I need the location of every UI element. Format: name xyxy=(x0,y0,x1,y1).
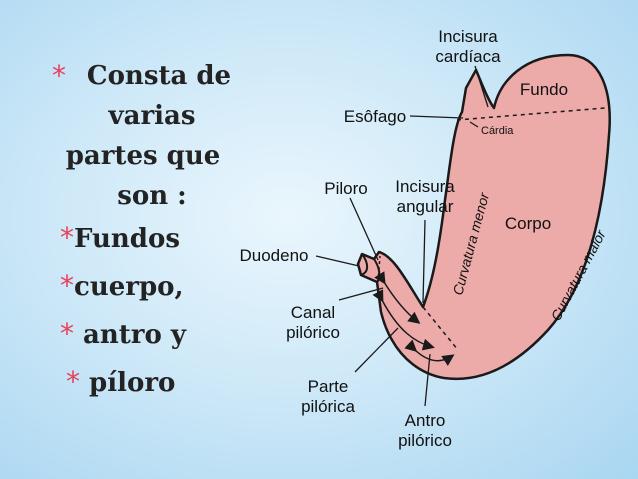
bullet-intro: * Consta de varias partes que son : xyxy=(52,56,252,216)
label-canal-pilorico-1: Canal xyxy=(291,303,335,322)
bullet-item-text: Fundos xyxy=(74,224,180,254)
label-piloro: Piloro xyxy=(324,179,367,198)
label-cardia: Cárdia xyxy=(481,125,514,137)
pylorus-line xyxy=(377,255,381,283)
label-antro-pilorico-2: pilórico xyxy=(398,431,452,450)
bullet-item: * píloro xyxy=(66,362,175,403)
intro-line: partes que xyxy=(65,141,221,171)
intro-line: Consta de xyxy=(86,61,232,91)
leader-lines xyxy=(315,65,489,407)
bullet-item: * antro y xyxy=(60,314,186,355)
label-parte-pilorica-2: pilórica xyxy=(301,397,355,416)
bullet-item-text: píloro xyxy=(80,368,176,398)
label-incisura-cardiaca-2: cardíaca xyxy=(435,47,501,66)
bullet-star: * xyxy=(60,269,74,302)
bullet-item-text: antro y xyxy=(74,320,187,350)
bullet-item: *cuerpo, xyxy=(60,266,184,307)
label-esofago: Esôfago xyxy=(344,107,406,126)
bullet-star: * xyxy=(66,365,80,398)
label-incisura-cardiaca-1: Incisura xyxy=(438,27,498,46)
label-incisura-angular-2: angular xyxy=(397,197,454,216)
label-parte-pilorica-1: Parte xyxy=(308,377,349,396)
bullet-item: *Fundos xyxy=(60,218,180,259)
label-canal-pilorico-2: pilórico xyxy=(286,323,340,342)
intro-line: son : xyxy=(117,181,187,211)
label-corpo: Corpo xyxy=(505,214,551,233)
intro-line: varias xyxy=(108,101,196,131)
bullet-star: * xyxy=(60,317,74,350)
label-fundo: Fundo xyxy=(520,80,568,99)
bullet-item-text: cuerpo, xyxy=(74,272,184,302)
stomach-shape xyxy=(356,53,611,381)
bullet-star: * xyxy=(52,59,66,92)
label-antro-pilorico-1: Antro xyxy=(405,411,446,430)
cardia-line xyxy=(456,107,606,121)
antro-arrow xyxy=(404,339,455,366)
label-incisura-angular-1: Incisura xyxy=(395,177,455,196)
bullet-star: * xyxy=(60,221,74,254)
label-duodeno: Duodeno xyxy=(239,246,308,265)
